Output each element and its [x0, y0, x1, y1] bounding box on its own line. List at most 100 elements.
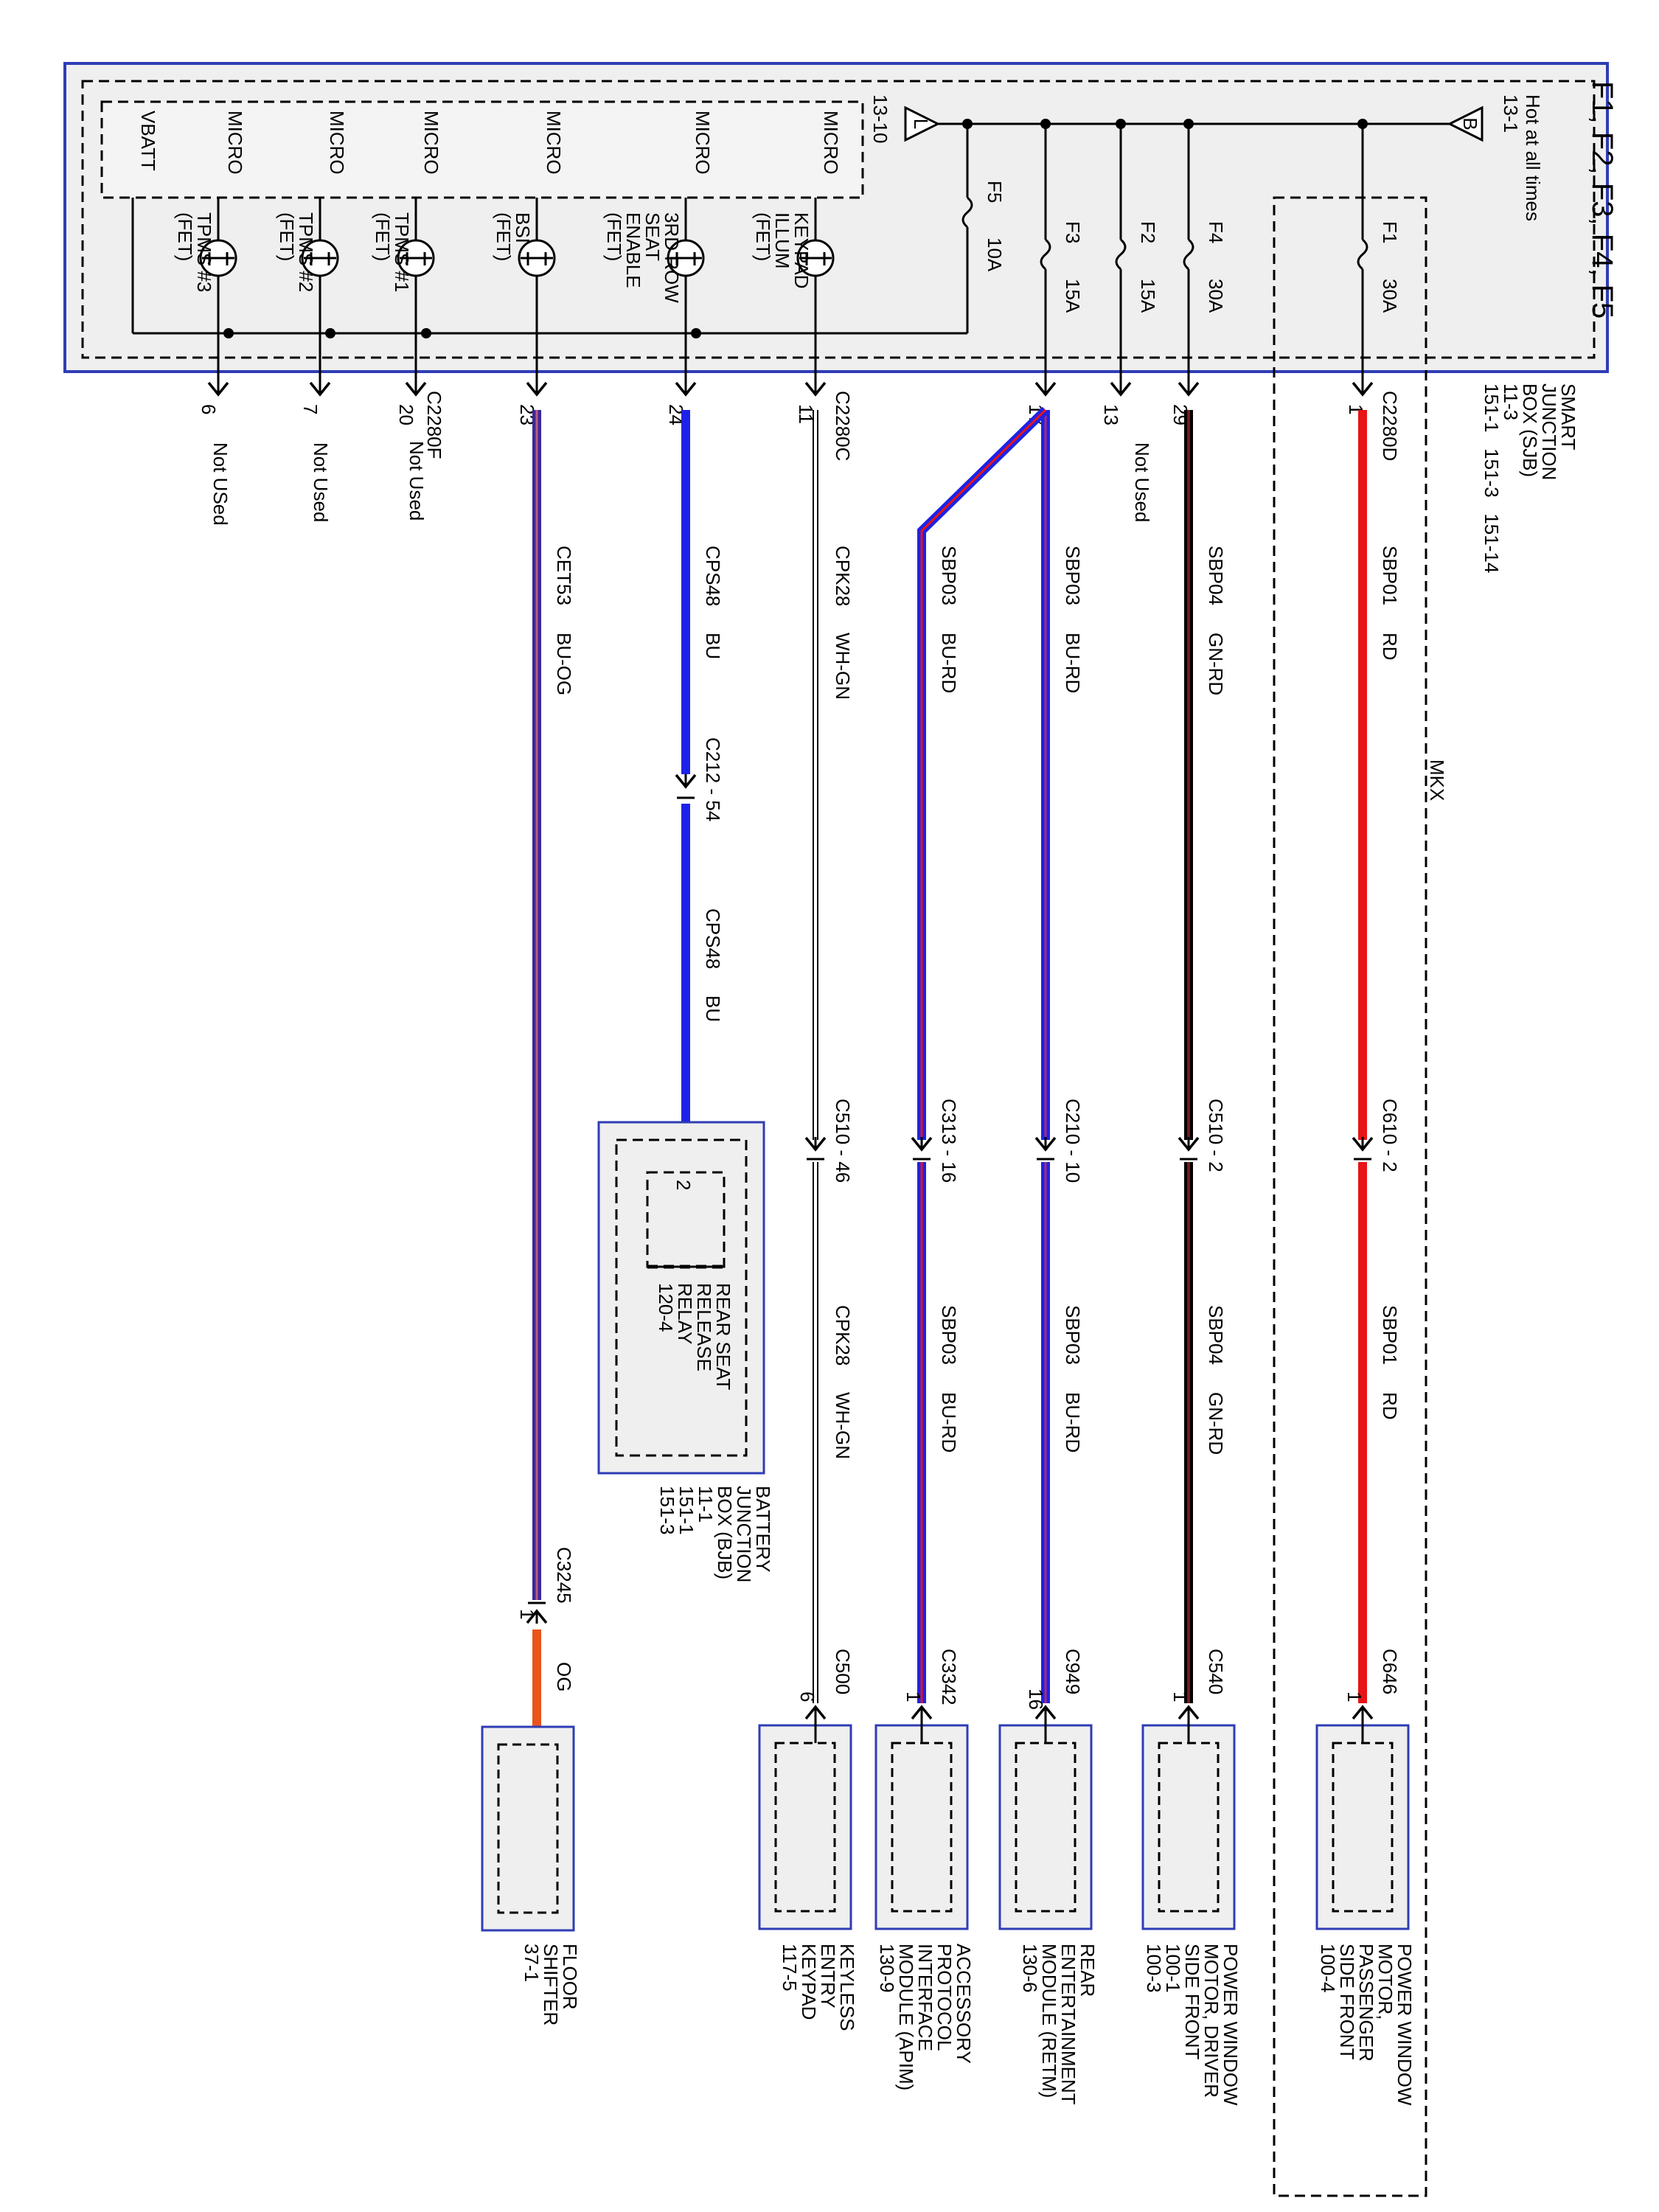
component-box-pw-passenger [1315, 1718, 1410, 1930]
diagram-stroke [804, 380, 827, 397]
circuit-labels-second: SBP01 RD SBP04 GN-RD SBP03 BU-RD SBP03 B… [553, 908, 1401, 1691]
micro-keypad: MICRO KEYPAD ILLUM (FET) [752, 111, 842, 386]
diagram-stroke [1352, 380, 1374, 397]
diagram-label: 37-1 [521, 1944, 543, 1982]
diagram-label: SBP01 [1379, 546, 1401, 605]
diagram-group [1352, 1705, 1374, 1721]
diagram-stroke [874, 1724, 969, 1930]
conn-c2280d: C2280D [1379, 391, 1401, 461]
diagram-stroke [774, 1742, 836, 1913]
component-label-keypad: KEYLESS ENTRY KEYPAD 117-5 [779, 1944, 858, 2031]
diagram-label: C510 - 46 [832, 1099, 854, 1183]
diagram-label: RD [1379, 1392, 1401, 1420]
diagram-label: 13 [1100, 404, 1122, 425]
diagram-label: ACCESSORY [953, 1944, 975, 2064]
component-box-floor-shifter [481, 1725, 575, 1932]
diagram-label: 16 [1025, 1688, 1047, 1710]
diagram-label: C510 - 2 [1205, 1099, 1227, 1172]
diagram-label: 1 [516, 1609, 538, 1619]
page-title: F1, F2, F3, F4, F5 [1586, 81, 1618, 319]
diagram-label: 1 [1343, 1691, 1366, 1702]
inline-connector-labels: C610 - 2 C510 - 2 C210 - 10 C313 - 16 C5… [553, 737, 1401, 1604]
circuit-labels: SBP01 RD SBP04 GN-RD SBP03 BU-RD SBP03 B… [553, 546, 1401, 700]
diagram-label: RELAY [674, 1283, 696, 1344]
diagram-label: MODULE (APIM) [895, 1944, 917, 2090]
diagram-label: REAR [1077, 1944, 1099, 1997]
diagram-label: BOX (SJB) [1519, 383, 1541, 477]
diagram-label: 130-9 [876, 1944, 898, 1993]
diagram-label: BU-OG [553, 633, 575, 695]
micro-label: MICRO [326, 111, 348, 175]
diagram-label: MOTOR, DRIVER [1200, 1944, 1222, 2098]
fuse-f3-label: F3 [1062, 221, 1084, 243]
diagram-label: C3245 [553, 1547, 575, 1604]
diagram-stroke [804, 1135, 827, 1152]
diagram-label: C210 - 10 [1062, 1099, 1084, 1183]
diagram-label: BU-RD [1062, 1392, 1084, 1453]
diagram-group [804, 1705, 827, 1721]
diagram-stroke [1141, 1724, 1236, 1930]
diagram-label: SIDE FRONT [1336, 1944, 1358, 2060]
diagram-label: C949 [1062, 1649, 1084, 1694]
micro-output-line: 3RD ROW [661, 212, 683, 303]
diagram-group [131, 124, 1368, 386]
wire-sbp03-apim [917, 406, 1049, 1703]
diagram-stroke [325, 328, 335, 338]
micro-output-line: ILLUM [771, 212, 793, 269]
diagram-label: RELEASE [693, 1283, 715, 1371]
diagram-stroke [1178, 380, 1200, 397]
diagram-label: 1 [902, 1691, 925, 1702]
diagram-label: 151-1 [675, 1486, 698, 1535]
diagram-label: 100-4 [1317, 1944, 1339, 1993]
diagram-stroke [758, 1724, 852, 1930]
micro-3rd-row: MICRO 3RD ROW SEAT ENABLE (FET) [603, 111, 714, 386]
micro-label: MICRO [224, 111, 246, 175]
diagram-stroke [1040, 238, 1051, 271]
fuse-f1-rating: 30A [1379, 279, 1401, 313]
micro-block-dashed [100, 100, 864, 199]
diagram-stroke [223, 328, 234, 338]
diagram-label: MODULE (RETM) [1038, 1944, 1060, 2098]
diagram-label: SBP03 [938, 546, 960, 605]
diagram-label: BATTERY [752, 1486, 774, 1573]
diagram-stroke [998, 1724, 1093, 1930]
diagram-label: PROTOCOL [933, 1944, 956, 2051]
diagram-stroke [405, 380, 427, 397]
diagram-label: C540 [1205, 1649, 1227, 1694]
diagram-label: CPK28 [832, 1305, 854, 1366]
conn-c2280f: C2280F [423, 391, 445, 459]
component-label-pw-passenger: POWER WINDOW MOTOR, PASSENGER SIDE FRONT… [1317, 1944, 1416, 2106]
diagram-label: BU [702, 633, 724, 659]
component-box-pw-driver [1141, 1718, 1236, 1930]
diagram-stroke [1034, 380, 1057, 397]
diagram-label: SMART [1557, 383, 1579, 451]
fuse-f4-label: F4 [1205, 221, 1227, 243]
diagram-group [911, 1705, 933, 1721]
micro-label: MICRO [692, 111, 714, 175]
micro-tpms3: MICRO TPMS #3 (FET) [174, 111, 246, 386]
micro-label: MICRO [543, 111, 565, 175]
diagram-label: MOTOR, [1374, 1944, 1397, 2020]
diagram-label: 120-4 [655, 1283, 677, 1332]
diagram-label: C610 - 2 [1379, 1099, 1401, 1172]
bjb-inner-dashed [615, 1138, 748, 1457]
diagram-label: GN-RD [1205, 633, 1227, 695]
diagram-label: BU-RD [938, 633, 960, 693]
micro-output-line: BSI [512, 212, 534, 243]
diagram-stroke [675, 773, 697, 789]
micro-bsi: MICRO BSI (FET) [493, 111, 565, 386]
diagram-label: 151-3 [656, 1486, 678, 1535]
conn-c2280c: C2280C [832, 391, 854, 461]
not-used-6: Not USed [209, 442, 232, 526]
micro-output-line: SEAT [641, 212, 664, 261]
sjb-pin-numbers: 1 29 13 17 11 24 23 20 7 6 [198, 404, 1367, 425]
diagram-label: SBP03 [1062, 546, 1084, 605]
diagram-label: 130-6 [1019, 1944, 1041, 1993]
diagram-label: 20 [395, 404, 417, 425]
diagram-label: SBP04 [1205, 546, 1227, 605]
diagram-label: 6 [198, 404, 220, 414]
diagram-label: KEYLESS [836, 1944, 858, 2031]
component-box-keypad [758, 1718, 852, 1930]
fuse-f5-rating: 10A [984, 237, 1006, 272]
diagram-label: C212 - 54 [702, 737, 724, 821]
